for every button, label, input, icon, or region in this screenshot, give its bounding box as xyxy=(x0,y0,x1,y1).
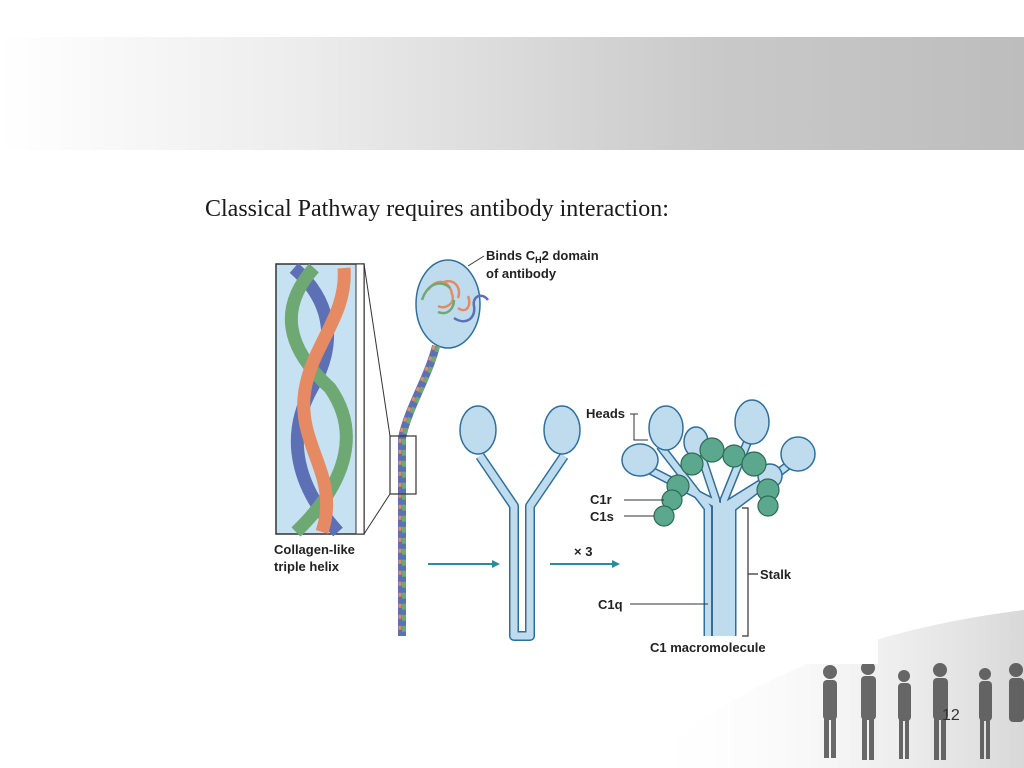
label-collagen-line1: Collagen-like xyxy=(274,542,355,557)
people-silhouettes xyxy=(823,661,1024,760)
label-c1-macromolecule: C1 macromolecule xyxy=(650,640,766,655)
label-binds-domain-line2: of antibody xyxy=(486,266,557,281)
c1-complex-diagram: Collagen-like triple helix Binds CH2 dom… xyxy=(268,238,878,664)
arrow-to-y-subunit xyxy=(428,560,500,568)
label-times-three: × 3 xyxy=(574,544,592,559)
inset-connector-top xyxy=(363,263,391,437)
arrow-to-c1-complex xyxy=(550,560,620,568)
triple-helix-inset xyxy=(275,263,391,537)
label-c1q: C1q xyxy=(598,597,623,612)
c1q-single-chain xyxy=(389,259,489,636)
magnified-region-box xyxy=(389,435,417,495)
c1-macromolecule xyxy=(621,399,816,637)
label-stalk: Stalk xyxy=(760,567,792,582)
binds-domain-leader xyxy=(467,255,485,267)
slide-title: Classical Pathway requires antibody inte… xyxy=(205,196,669,222)
header-banner xyxy=(0,37,1024,150)
inset-connector-bottom xyxy=(363,493,391,535)
helix-strand-orange xyxy=(297,267,351,535)
label-collagen-line2: triple helix xyxy=(274,559,340,574)
heads-leader xyxy=(630,413,648,441)
label-c1s: C1s xyxy=(590,509,614,524)
page-number: 12 xyxy=(942,707,960,724)
globular-head-enlarged xyxy=(415,259,481,349)
label-c1r: C1r xyxy=(590,492,612,507)
label-binds-domain-line1: Binds CH2 domain xyxy=(486,248,599,265)
label-heads: Heads xyxy=(586,406,625,421)
helix-strand-blue xyxy=(289,263,343,537)
stalk-bracket xyxy=(742,507,758,637)
y-shaped-subunit xyxy=(459,405,581,641)
helix-strand-green xyxy=(284,263,353,537)
